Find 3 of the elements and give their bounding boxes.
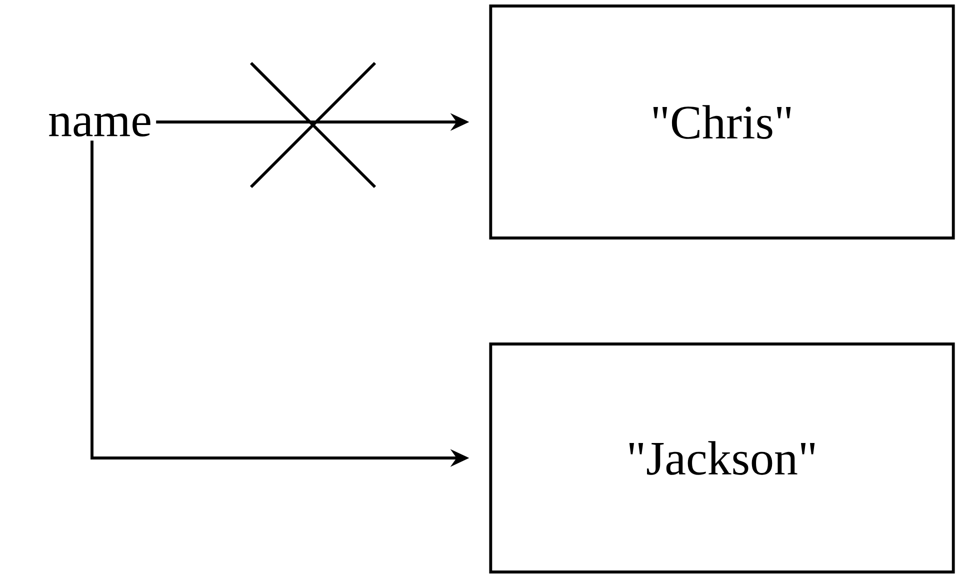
value-box: "Chris" xyxy=(489,4,955,240)
value-box: "Jackson" xyxy=(489,342,955,574)
variable-name: name xyxy=(49,113,150,137)
